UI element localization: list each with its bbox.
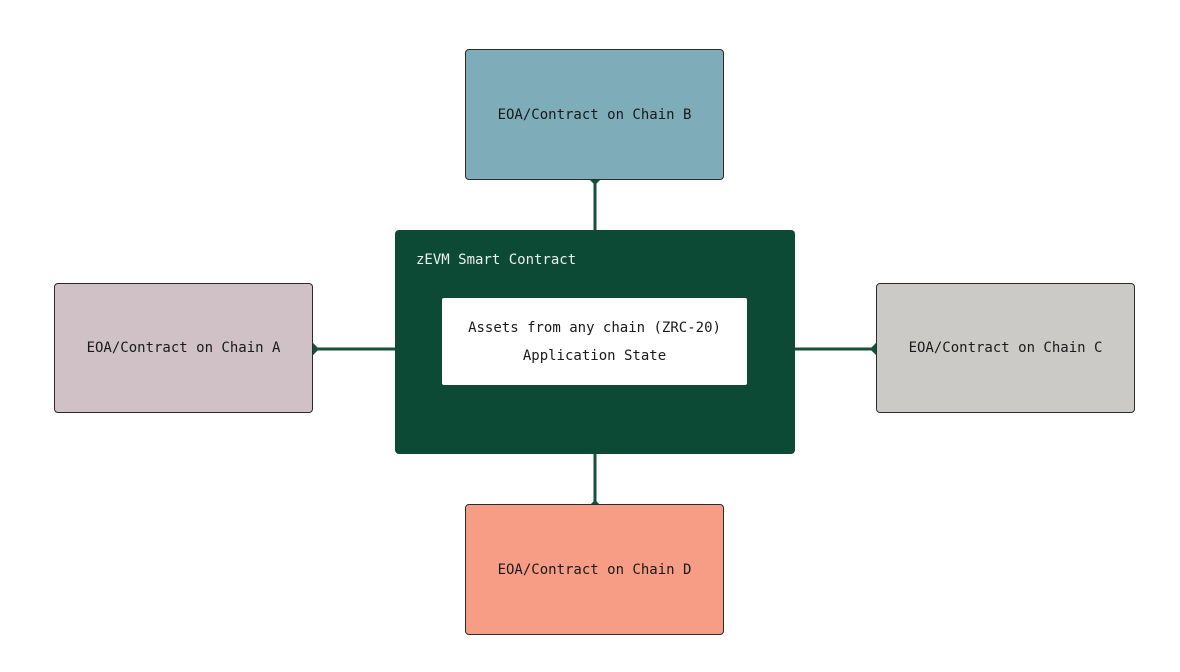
- chain-c-label: EOA/Contract on Chain C: [908, 340, 1103, 356]
- assets-label: Assets from any chain (ZRC-20): [468, 319, 721, 336]
- zevm-smart-contract-title: zEVM Smart Contract: [416, 252, 577, 268]
- zevm-smart-contract-box: zEVM Smart Contract Assets from any chai…: [395, 230, 795, 454]
- chain-b-label: EOA/Contract on Chain B: [497, 106, 692, 123]
- chain-a-label: EOA/Contract on Chain A: [86, 340, 281, 356]
- application-state-label: Application State: [522, 347, 667, 364]
- chain-b-node: EOA/Contract on Chain B: [465, 49, 724, 180]
- chain-c-node: EOA/Contract on Chain C: [876, 283, 1135, 413]
- contract-contents-box: Assets from any chain (ZRC-20) Applicati…: [442, 298, 747, 385]
- chain-d-node: EOA/Contract on Chain D: [465, 504, 724, 635]
- chain-a-node: EOA/Contract on Chain A: [54, 283, 313, 413]
- chain-d-label: EOA/Contract on Chain D: [497, 561, 692, 578]
